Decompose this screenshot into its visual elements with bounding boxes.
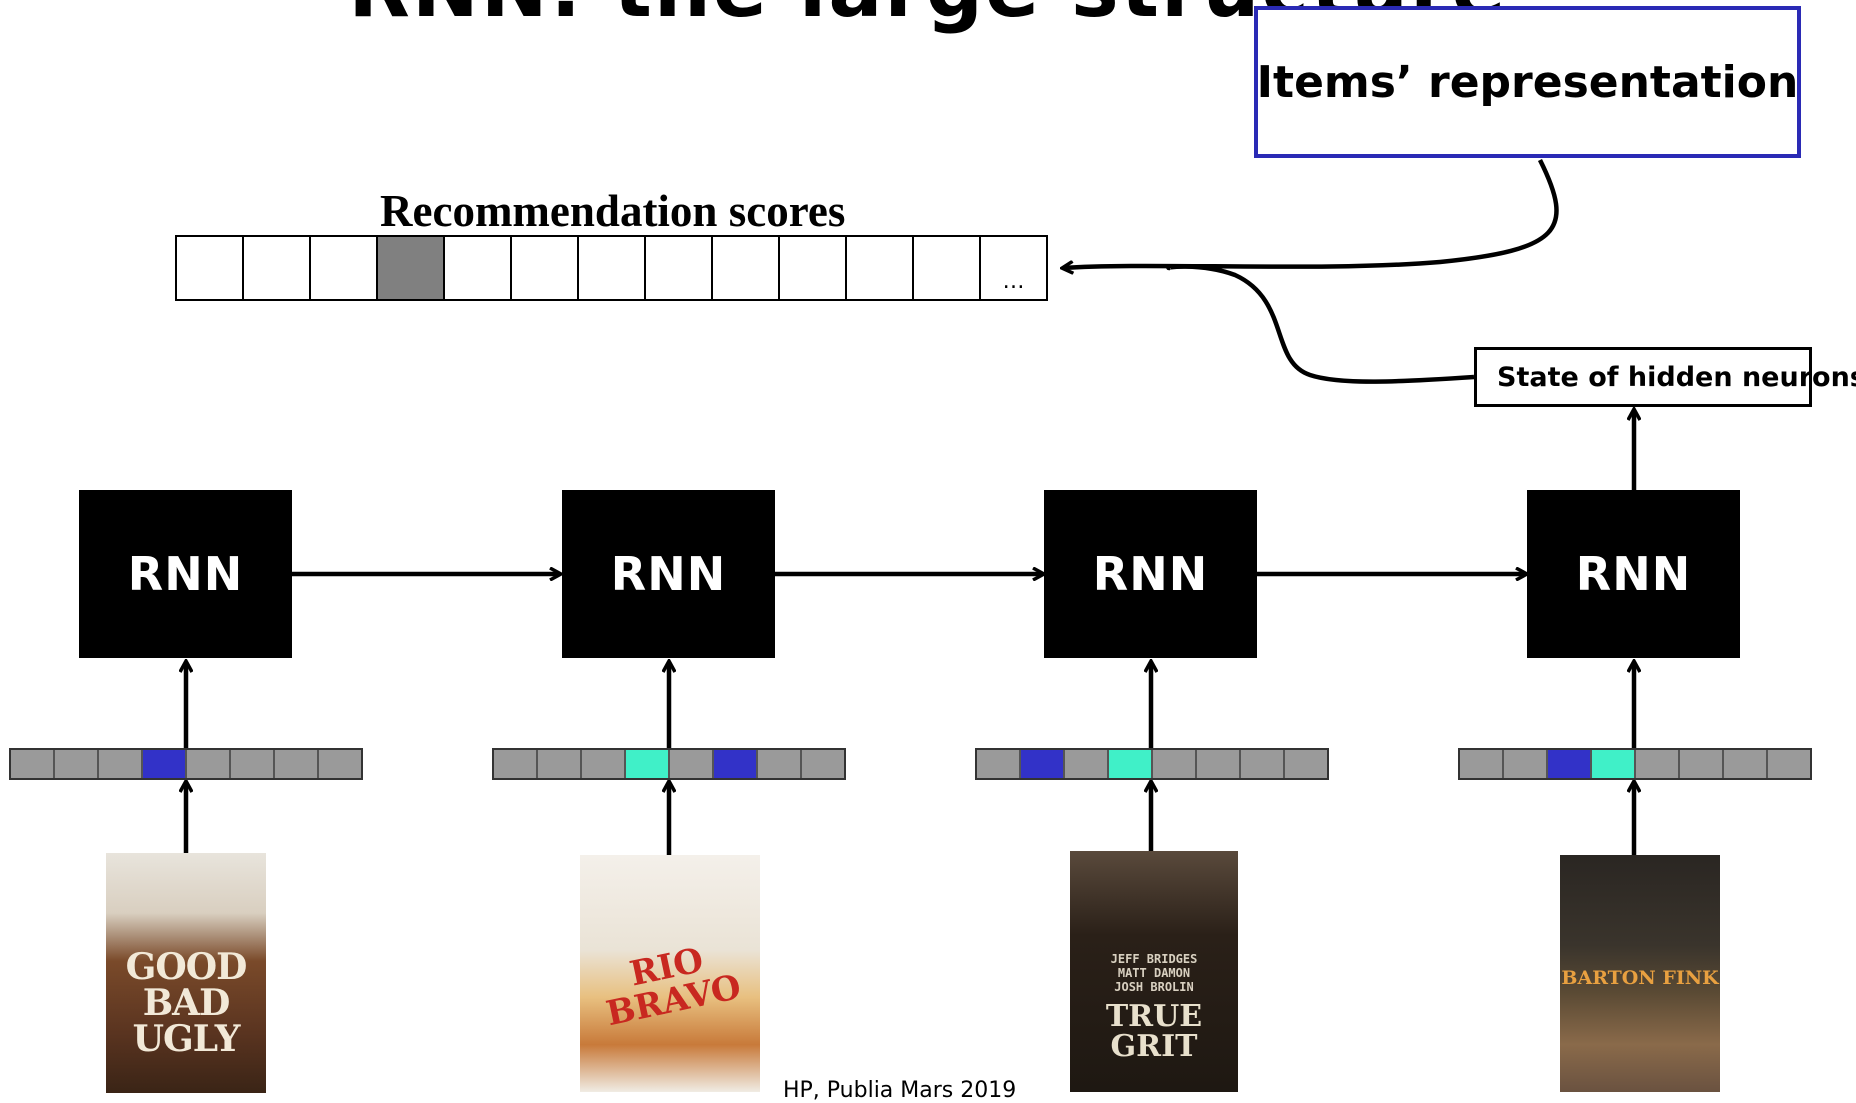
- movie-poster-barton-fink: BARTON FINK: [1560, 855, 1720, 1092]
- rnn-cell-1: RNN: [79, 490, 292, 658]
- recommendation-scores-label: Recommendation scores: [380, 186, 846, 236]
- score-cell-ellipsis: …: [981, 237, 1046, 299]
- vector-cell-grey: [1504, 750, 1548, 778]
- items-representation-label: Items’ representation: [1256, 56, 1799, 108]
- vector-cell-blue: [143, 750, 187, 778]
- vector-cell-grey: [538, 750, 582, 778]
- poster-title: TRUE GRIT: [1105, 998, 1203, 1064]
- poster-title: BARTON FINK: [1561, 967, 1719, 989]
- vector-cell-grey: [1153, 750, 1197, 778]
- vector-cell-grey: [802, 750, 844, 778]
- movie-poster-rio-bravo: RIO BRAVO: [580, 855, 760, 1092]
- movie-poster-good-bad-ugly: GOOD BAD UGLY: [106, 853, 266, 1093]
- vector-cell-grey: [1768, 750, 1810, 778]
- poster-credits: JEFF BRIDGES MATT DAMON JOSH BROLIN: [1110, 951, 1198, 994]
- vector-cell-blue: [1548, 750, 1592, 778]
- vector-cell-teal: [626, 750, 670, 778]
- items-representation-box: Items’ representation: [1254, 6, 1801, 158]
- vector-cell-grey: [1724, 750, 1768, 778]
- score-cell: [244, 237, 311, 299]
- rnn-cell-2: RNN: [562, 490, 775, 658]
- input-vector-3: [975, 748, 1329, 780]
- vector-cell-grey: [187, 750, 231, 778]
- vector-cell-grey: [231, 750, 275, 778]
- rnn-cell-4: RNN: [1527, 490, 1740, 658]
- movie-poster-true-grit: JEFF BRIDGES MATT DAMON JOSH BROLIN TRUE…: [1070, 851, 1238, 1092]
- rnn-cell-3: RNN: [1044, 490, 1257, 658]
- score-cell: [579, 237, 646, 299]
- vector-cell-grey: [11, 750, 55, 778]
- vector-cell-grey: [1460, 750, 1504, 778]
- vector-cell-grey: [1636, 750, 1680, 778]
- vector-cell-grey: [99, 750, 143, 778]
- score-cell: [713, 237, 780, 299]
- vector-cell-grey: [55, 750, 99, 778]
- vector-cell-grey: [1680, 750, 1724, 778]
- hidden-state-label: State of hidden neurons: [1497, 361, 1856, 393]
- score-cell: [512, 237, 579, 299]
- input-vector-2: [492, 748, 846, 780]
- vector-cell-grey: [670, 750, 714, 778]
- vector-cell-grey: [582, 750, 626, 778]
- vector-cell-grey: [275, 750, 319, 778]
- score-cell: [646, 237, 713, 299]
- vector-cell-grey: [494, 750, 538, 778]
- slide-footer: HP, Publia Mars 2019: [783, 1078, 1017, 1103]
- hidden-to-scores-arrow: [1166, 264, 1475, 384]
- items-to-scores-arrow: [1063, 158, 1559, 268]
- vector-cell-grey: [977, 750, 1021, 778]
- vector-cell-teal: [1592, 750, 1636, 778]
- poster-title: GOOD BAD UGLY: [125, 946, 248, 1060]
- score-cell: [914, 237, 981, 299]
- vector-cell-grey: [1065, 750, 1109, 778]
- vector-cell-grey: [319, 750, 361, 778]
- score-cell: [847, 237, 914, 299]
- score-cell: [780, 237, 847, 299]
- vector-cell-grey: [1241, 750, 1285, 778]
- input-vector-4: [1458, 748, 1812, 780]
- vector-cell-teal: [1109, 750, 1153, 778]
- recommendation-scores-bar: …: [175, 235, 1048, 301]
- poster-title: RIO BRAVO: [602, 939, 745, 1034]
- score-cell-selected: [378, 237, 445, 299]
- vector-cell-grey: [1197, 750, 1241, 778]
- score-cell: [311, 237, 378, 299]
- hidden-state-box: State of hidden neurons: [1474, 347, 1856, 407]
- vector-cell-blue: [1021, 750, 1065, 778]
- vector-cell-grey: [1285, 750, 1327, 778]
- input-vector-1: [9, 748, 363, 780]
- vector-cell-blue: [714, 750, 758, 778]
- score-cell: [177, 237, 244, 299]
- score-cell: [445, 237, 512, 299]
- vector-cell-grey: [758, 750, 802, 778]
